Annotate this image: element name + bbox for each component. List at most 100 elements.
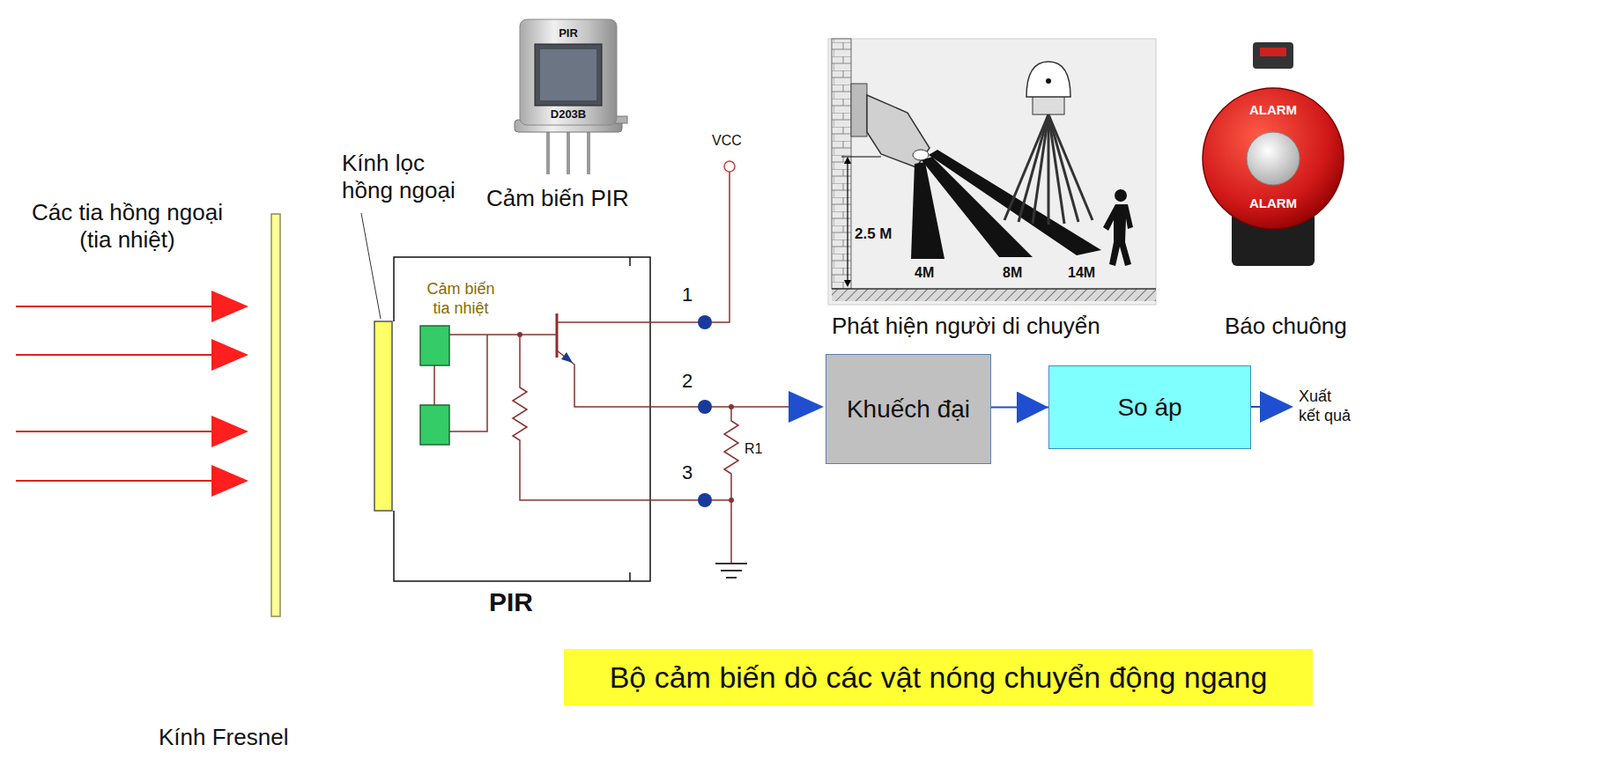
sensor-housing [393,257,651,582]
ray-line [15,430,216,433]
vcc-terminal [724,161,735,172]
sensor-can [519,19,617,126]
comparator-block: So áp [1048,365,1252,450]
wire [556,350,705,408]
wire [449,333,557,336]
bell-dome [1202,88,1344,230]
ray-head [211,290,249,323]
floor-line [831,288,1156,290]
pin-number: 1 [681,283,693,307]
motion-figure [828,38,1156,305]
ray-label: Các tia hồng ngoại (tia nhiệt) [19,199,236,254]
dimension-arrow [844,156,852,164]
wire [556,321,705,324]
part-name: PIR [488,586,534,619]
wire [449,334,488,432]
ray [1032,114,1049,224]
pyro-elements [420,325,450,445]
sensor-window [534,44,602,106]
ray [1018,114,1049,223]
person-head [1114,189,1127,202]
bell-marking: ALARM [1237,195,1309,212]
node-text: So áp [1117,392,1182,423]
top-view-rays [1004,114,1093,225]
pin-number: 2 [681,370,693,393]
ray-line [15,480,216,482]
ground-line [720,570,742,572]
person-silhouette [1103,204,1134,267]
signal-connector [991,407,1049,409]
brick-wall [831,38,852,289]
infrared-rays [15,290,249,497]
detection-beam [928,149,1102,256]
dimension-arrow [844,280,852,288]
dimension: 2.5 M [854,225,893,244]
ray [1048,114,1079,223]
pin-dot [697,493,712,508]
top-view-base [1032,95,1065,115]
sensor-label: Cảm biến PIR [486,185,630,213]
wire [704,171,730,323]
wire [433,365,436,406]
sensor-leg [566,130,571,175]
ground-symbol [715,563,748,578]
dimension-tick [841,156,882,158]
figure-caption: Báo chuông [1224,312,1348,341]
wire [704,500,732,564]
lens-label: Kính Fresnel [158,724,289,752]
pir-sensor-photo [514,19,628,175]
resistor-symbol [512,334,705,501]
sensor-body [866,95,930,168]
sensor-leg [546,130,550,175]
ir-filter [374,321,393,512]
figure-caption: Phát hiện người di chuyển [831,312,1101,341]
resistor-symbol [724,407,739,501]
fresnel-lens [271,214,281,617]
junction-dot [517,332,523,338]
pin-number: 3 [681,461,693,485]
element-label: Cảm biến tia nhiệt [421,280,501,319]
chip-marking: PIR [533,26,604,41]
ray [1048,114,1093,221]
sensor-leg [586,130,591,175]
amplifier-block: Khuếch đại [825,354,992,465]
pin-dot [697,315,712,330]
pin-dot [697,400,712,415]
junction-dot [728,404,734,410]
output-label: Xuất kết quả [1298,387,1354,426]
bell-marking: ALARM [1237,102,1309,119]
sensor-window-glass [540,49,597,101]
bell-center [1246,132,1300,186]
alarm-bell [1202,42,1344,267]
sensor-mount [851,83,867,137]
caption-banner: Bộ cảm biến dò các vật nóng chuyển động … [563,649,1313,706]
ray-line [15,305,216,308]
pin-name: VCC [711,132,742,149]
ray-head [211,339,249,371]
ray-head [211,415,249,448]
sensor-lens [912,149,929,161]
dimension-line [846,160,848,284]
signal-arrow [1259,391,1294,423]
figure-ground [828,38,1156,305]
pyro-element [420,325,450,366]
distance-label: 14M [1067,264,1096,282]
part-name: R1 [744,440,763,458]
node-text: Khuếch đại [846,394,971,425]
ray-head [211,465,249,497]
top-view-dome [1026,61,1071,97]
chip-marking: D203B [533,107,604,122]
floor [831,288,1156,302]
ray [1047,114,1051,225]
jfet-arrow [561,352,573,363]
distance-label: 8M [1002,264,1023,282]
distance-label: 4M [914,264,934,282]
signal-arrow [788,391,824,423]
wire [704,406,789,408]
leader-line [361,213,381,319]
filter-label: Kính lọc hồng ngoại [341,149,475,205]
circuit-wires [449,171,789,564]
ray-line [15,354,216,356]
bell-display [1259,47,1287,57]
